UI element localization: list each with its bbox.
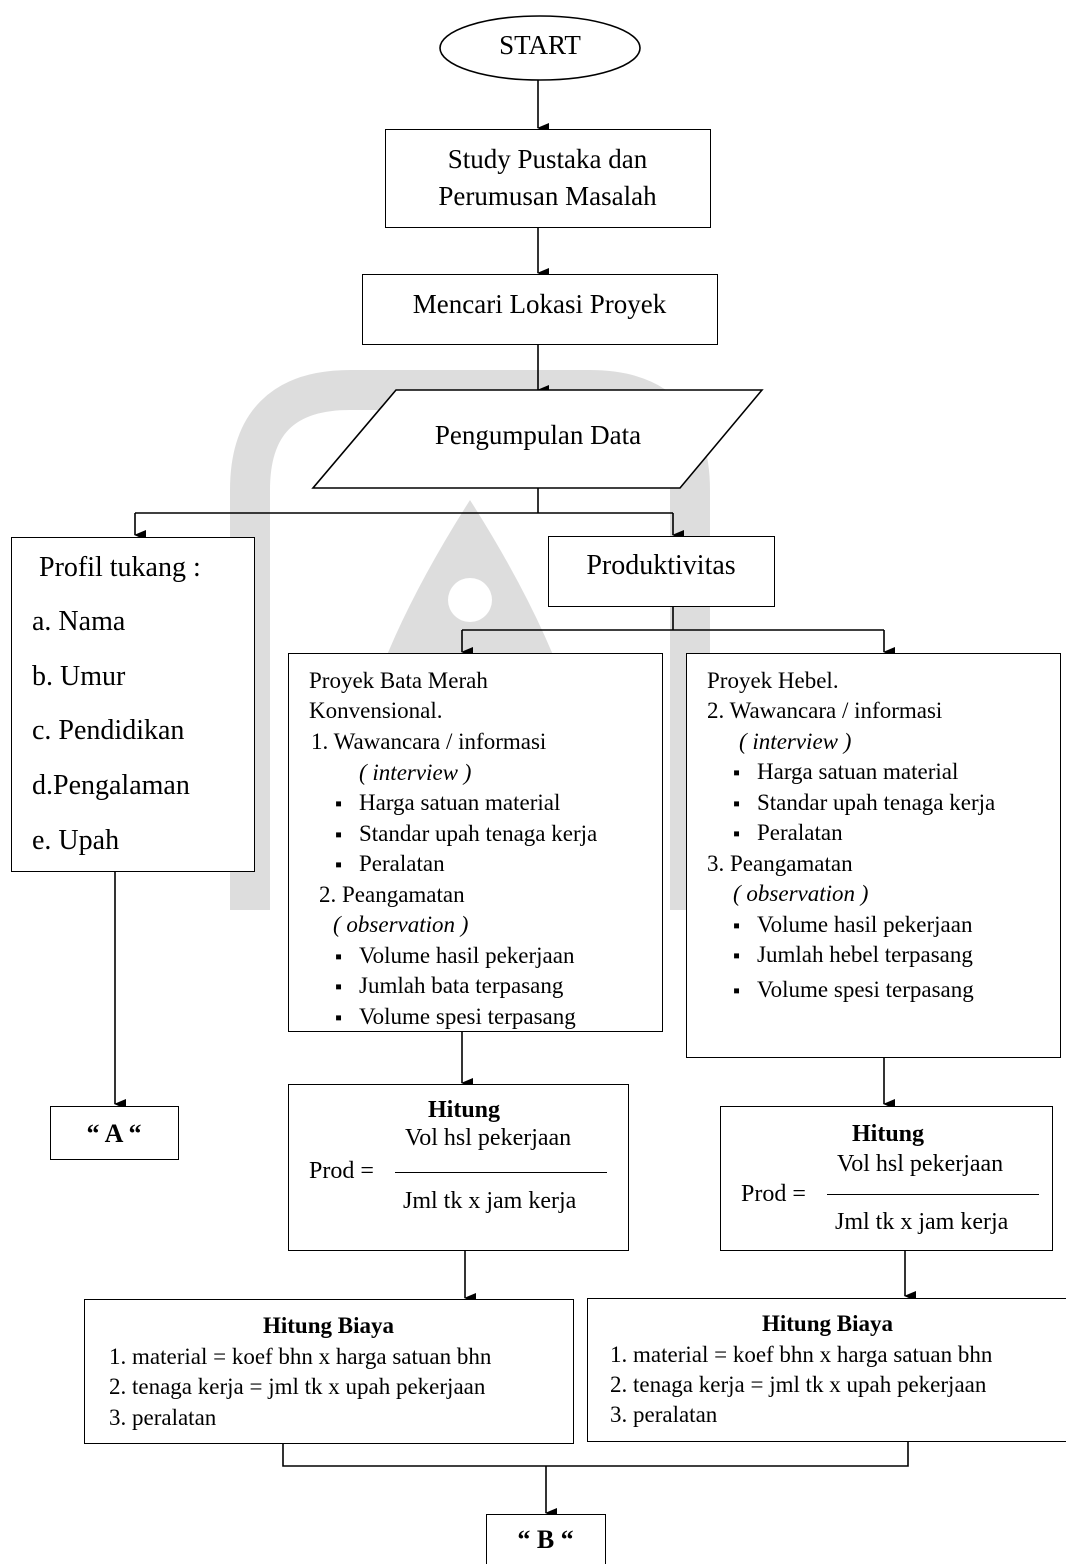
connector-b-label: “ B “ <box>517 1525 574 1554</box>
bata-item-volume-spesi: Volume spesi terpasang <box>335 1004 576 1030</box>
bata-title-line-2: Konvensional. <box>309 698 443 723</box>
hebel-interview: ( interview ) <box>739 729 852 754</box>
biaya-bata-line-material: 1. material = koef bhn x harga satuan bh… <box>109 1344 492 1369</box>
hitung-hebel-title: Hitung <box>851 1121 925 1147</box>
hebel-item-harga: Harga satuan material <box>733 759 958 785</box>
proyek-hebel-box: Proyek Hebel. 2. Wawancara / informasi (… <box>686 653 1061 1058</box>
hitung-biaya-bata-box: Hitung Biaya 1. material = koef bhn x ha… <box>84 1299 574 1444</box>
hebel-item-volume-spesi: Volume spesi terpasang <box>733 977 974 1003</box>
hebel-wawancara: 2. Wawancara / informasi <box>707 698 943 723</box>
hitung-hebel-fraction-bar <box>827 1194 1039 1195</box>
hebel-item-peralatan: Peralatan <box>733 820 843 846</box>
connector-a-label: “ A “ <box>86 1119 142 1148</box>
biaya-bata-line-tenaga: 2. tenaga kerja = jml tk x upah pekerjaa… <box>109 1374 486 1399</box>
mencari-lokasi-label: Mencari Lokasi Proyek <box>412 289 667 319</box>
hebel-title: Proyek Hebel. <box>707 668 839 693</box>
biaya-bata-title: Hitung Biaya <box>262 1313 394 1338</box>
hitung-prod-bata-box: Hitung Vol hsl pekerjaan Prod = Jml tk x… <box>288 1084 629 1251</box>
hitung-prod-hebel-box: Hitung Vol hsl pekerjaan Prod = Jml tk x… <box>720 1106 1053 1251</box>
hitung-bata-title: Hitung <box>427 1097 501 1123</box>
biaya-hebel-line-tenaga: 2. tenaga kerja = jml tk x upah pekerjaa… <box>610 1372 987 1397</box>
hebel-pengamatan: 3. Peangamatan <box>707 851 853 876</box>
bata-title-line-1: Proyek Bata Merah <box>309 668 488 693</box>
biaya-bata-line-peralatan: 3. peralatan <box>109 1405 217 1430</box>
hebel-item-jumlah-hebel: Jumlah hebel terpasang <box>733 942 973 968</box>
bata-item-peralatan: Peralatan <box>335 851 445 877</box>
mencari-lokasi-box: Mencari Lokasi Proyek <box>362 274 718 345</box>
bata-pengamatan: 2. Peangamatan <box>319 882 465 907</box>
line-biaya-merge <box>282 1442 909 1467</box>
proyek-bata-merah-box: Proyek Bata Merah Konvensional. 1. Wawan… <box>288 653 663 1032</box>
profil-item-upah: e. Upah <box>32 825 120 856</box>
bata-item-harga: Harga satuan material <box>335 790 560 816</box>
start-label: START <box>499 30 581 60</box>
bata-observation: ( observation ) <box>333 912 469 937</box>
hitung-bata-fraction-bar <box>395 1172 607 1173</box>
connector-b-box: “ B “ <box>486 1514 606 1564</box>
bata-wawancara: 1. Wawancara / informasi <box>311 729 547 754</box>
hitung-bata-numerator: Vol hsl pekerjaan <box>405 1125 572 1151</box>
hebel-observation: ( observation ) <box>733 881 869 906</box>
bata-interview: ( interview ) <box>359 760 472 785</box>
bata-item-volume-hasil: Volume hasil pekerjaan <box>335 943 574 969</box>
profil-item-pendidikan: c. Pendidikan <box>32 715 185 746</box>
bata-item-jumlah-bata: Jumlah bata terpasang <box>335 973 563 999</box>
hitung-biaya-hebel-box: Hitung Biaya 1. material = koef bhn x ha… <box>587 1298 1066 1442</box>
biaya-hebel-line-peralatan: 3. peralatan <box>610 1402 718 1427</box>
biaya-hebel-title: Hitung Biaya <box>761 1311 893 1336</box>
start-terminator <box>439 15 641 81</box>
profil-tukang-box: Profil tukang : a. Nama b. Umur c. Pendi… <box>11 537 255 872</box>
connector-a-box: “ A “ <box>50 1106 179 1160</box>
hitung-hebel-numerator: Vol hsl pekerjaan <box>837 1151 1004 1177</box>
study-pustaka-box: Study Pustaka dan Perumusan Masalah <box>385 129 711 228</box>
biaya-hebel-line-material: 1. material = koef bhn x harga satuan bh… <box>610 1342 993 1367</box>
profil-item-pengalaman: d.Pengalaman <box>32 770 190 801</box>
profil-title: Profil tukang : <box>39 552 201 583</box>
pengumpulan-data-parallelogram <box>311 389 764 489</box>
profil-item-nama: a. Nama <box>32 606 126 637</box>
hebel-item-standar: Standar upah tenaga kerja <box>733 790 995 816</box>
hitung-hebel-denominator: Jml tk x jam kerja <box>835 1209 1009 1235</box>
pengumpulan-data-label: Pengumpulan Data <box>434 420 642 450</box>
bata-item-standar: Standar upah tenaga kerja <box>335 821 597 847</box>
produktivitas-box: Produktivitas <box>548 536 775 607</box>
profil-item-umur: b. Umur <box>32 661 126 692</box>
produktivitas-label: Produktivitas <box>586 550 736 581</box>
hitung-bata-prod: Prod = <box>309 1158 374 1184</box>
study-line-1: Study Pustaka dan <box>447 144 648 174</box>
hebel-item-volume-hasil: Volume hasil pekerjaan <box>733 912 972 938</box>
hitung-bata-denominator: Jml tk x jam kerja <box>403 1188 577 1214</box>
study-line-2: Perumusan Masalah <box>438 181 657 211</box>
hitung-hebel-prod: Prod = <box>741 1181 806 1207</box>
